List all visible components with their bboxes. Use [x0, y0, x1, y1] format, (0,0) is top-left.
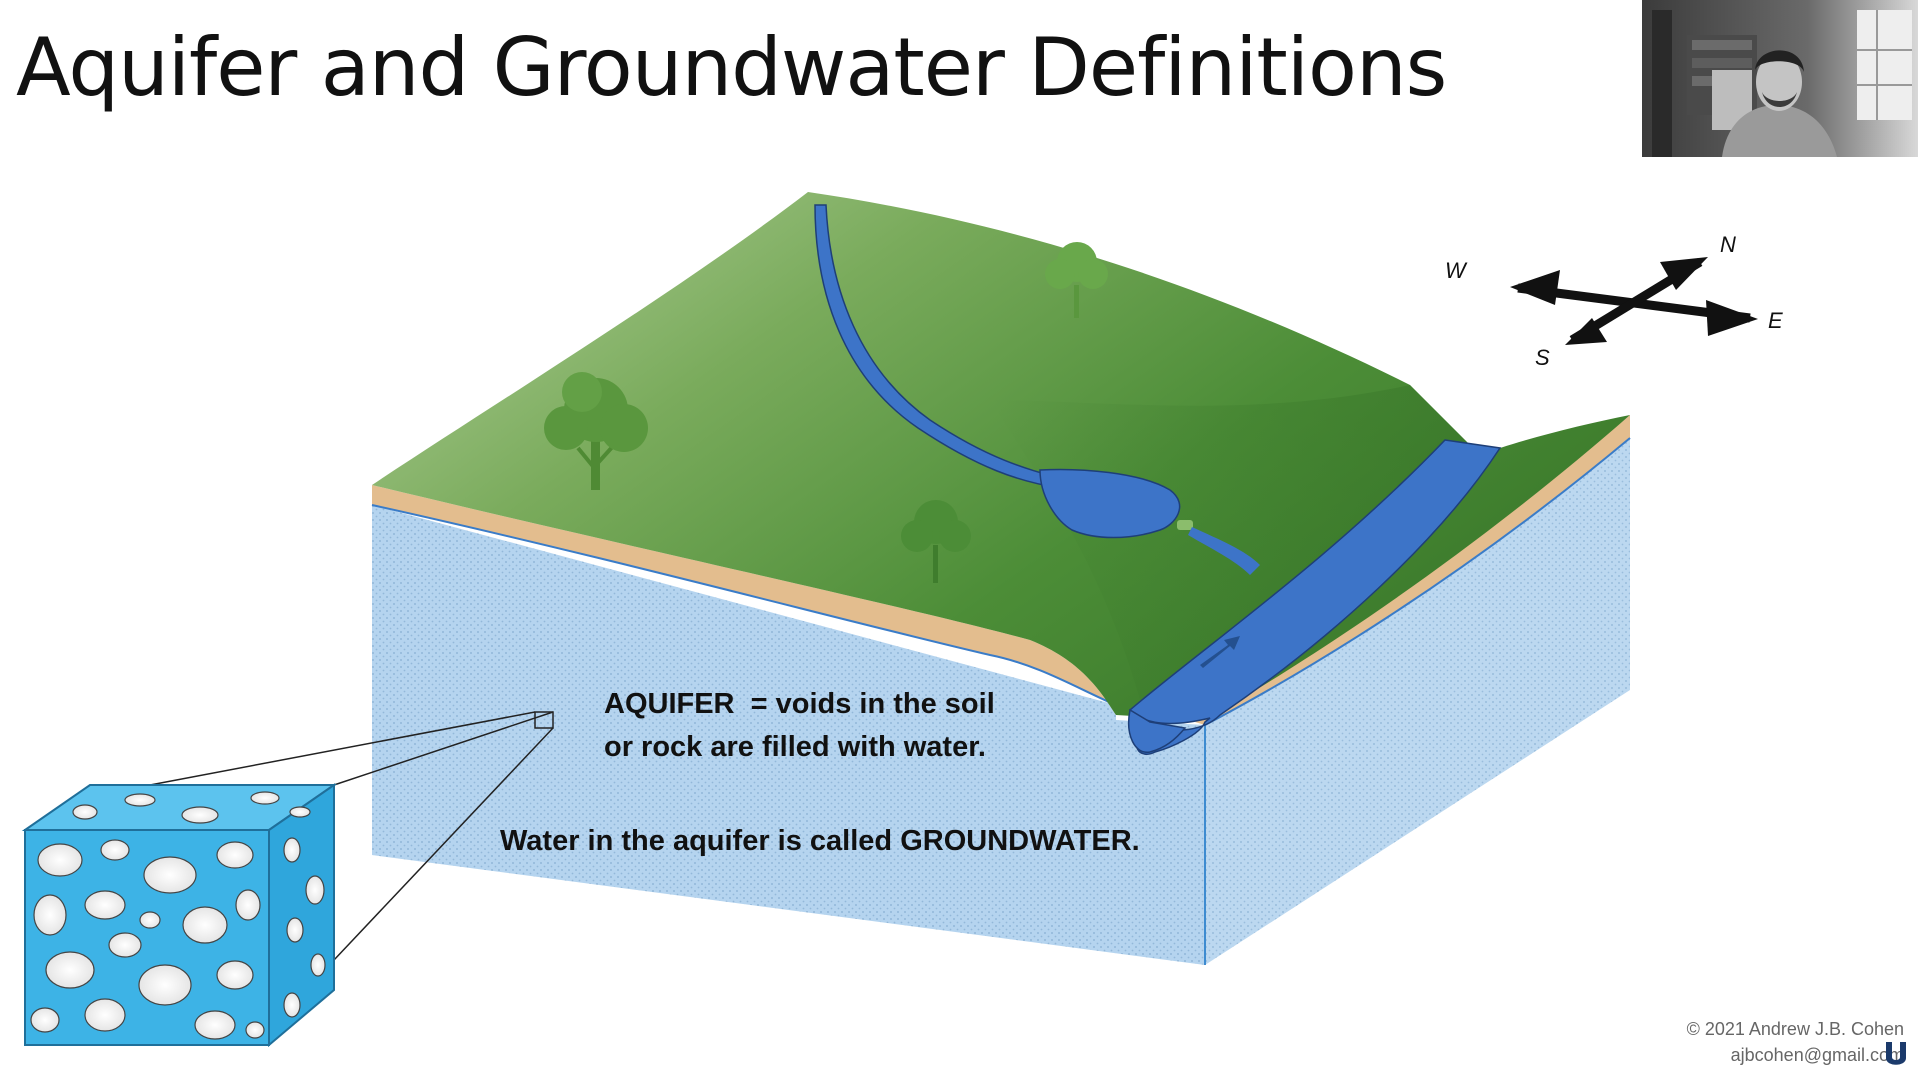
compass-rose: N E S W [1445, 232, 1783, 370]
outlet-stream [1188, 527, 1260, 575]
presenter-webcam [1642, 0, 1918, 157]
compass-east-label: E [1768, 308, 1783, 333]
tree-middle [901, 500, 971, 583]
tree-top [1045, 242, 1108, 318]
compass-north-label: N [1720, 232, 1736, 257]
groundwater-definition: Water in the aquifer is called GROUNDWAT… [500, 825, 1140, 857]
university-logo-icon [1886, 1042, 1906, 1065]
flow-direction-arrow [1200, 636, 1240, 668]
slide-title: Aquifer and Groundwater Definitions [16, 21, 1447, 114]
copyright-line-2: ajbcohen@gmail.com [1730, 1045, 1904, 1065]
dam [1177, 520, 1193, 530]
aquifer-right-face [1205, 438, 1630, 965]
aquifer-definition-line2: or rock are filled with water. [604, 731, 986, 763]
compass-west-label: W [1445, 258, 1468, 283]
copyright-line-1: © 2021 Andrew J.B. Cohen [1686, 1019, 1904, 1039]
aquifer-front-face [372, 505, 1205, 965]
porous-media-cube [21, 783, 338, 1048]
sample-location-box [534, 711, 554, 729]
pond [1039, 468, 1181, 539]
tree-left [544, 372, 648, 490]
copyright-notice: © 2021 Andrew J.B. Cohen ajbcohen@gmail.… [1687, 1016, 1904, 1068]
soil-layer-left [372, 485, 1116, 715]
webcam-feed-image [1642, 0, 1918, 157]
zoom-callout-lines [149, 711, 554, 961]
main-river [1128, 439, 1502, 755]
aquifer-definition-line1: AQUIFER = voids in the soil [604, 688, 995, 720]
compass-south-label: S [1535, 345, 1550, 370]
